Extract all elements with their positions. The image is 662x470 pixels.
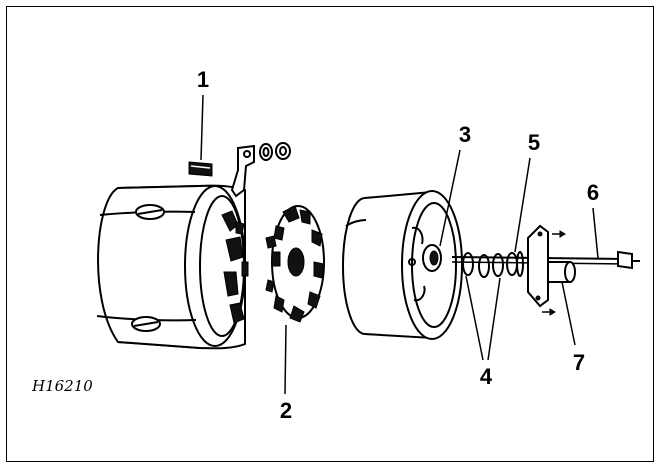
callout-1: 1 [197, 67, 209, 92]
callout-7: 7 [573, 350, 585, 375]
right-cup-housing [342, 190, 463, 340]
left-housing [96, 184, 249, 350]
shaft-and-springs [451, 224, 640, 316]
callout-4: 4 [480, 364, 493, 389]
callout-5: 5 [528, 130, 540, 155]
callout-2: 2 [280, 398, 292, 423]
part-1-component [188, 161, 213, 177]
callout-6: 6 [587, 180, 599, 205]
part-2-toothed-disc [265, 205, 325, 323]
figure-reference-code: H16210 [31, 377, 93, 395]
leader-lines [200, 94, 599, 395]
terminal-tab-with-nuts [230, 142, 291, 198]
callout-3: 3 [459, 122, 471, 147]
